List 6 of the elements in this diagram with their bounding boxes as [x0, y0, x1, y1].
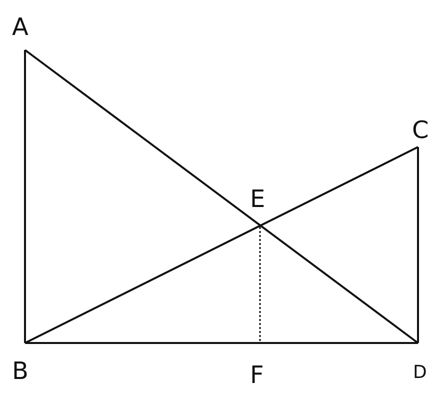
point-label: F [250, 362, 264, 388]
point-label: C [412, 117, 429, 143]
point-label: B [12, 358, 28, 384]
point-label: D [413, 361, 427, 385]
point-label: A [12, 14, 28, 40]
point-label: E [250, 186, 266, 212]
